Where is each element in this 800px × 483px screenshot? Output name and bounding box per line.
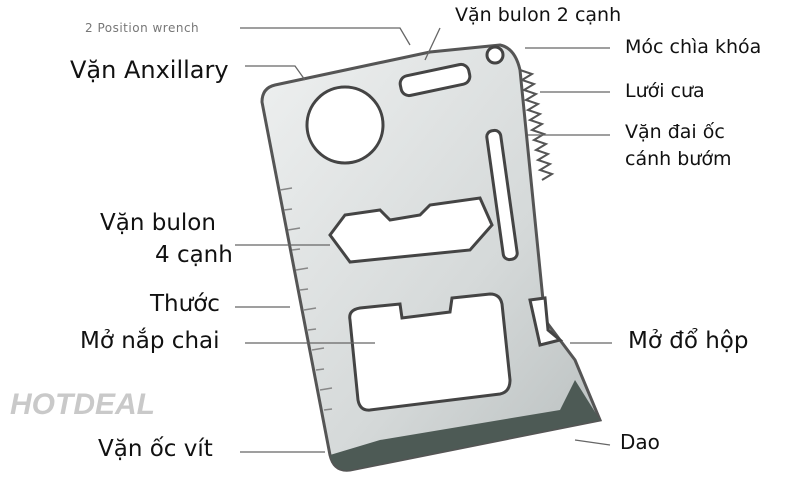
- label-saw: Lưới cưa: [625, 80, 705, 102]
- label-butterfly-line1: Vặn đai ốc: [625, 121, 725, 143]
- watermark: HOTDEAL: [10, 388, 155, 421]
- can-opener-cutout: [528, 296, 564, 347]
- label-butterfly-line2: cánh bướm: [625, 148, 732, 170]
- label-can-opener: Mở đổ hộp: [628, 328, 749, 354]
- label-bulon-2: Vặn bulon 2 cạnh: [455, 4, 622, 26]
- label-knife: Dao: [620, 430, 660, 454]
- label-position-wrench: 2 Position wrench: [85, 21, 200, 35]
- knife-blade: [330, 380, 600, 471]
- label-anxillary: Vặn Anxillary: [70, 56, 229, 84]
- label-bulon-4-line2: 4 cạnh: [155, 242, 233, 268]
- label-bulon-4-line1: Vặn bulon: [100, 210, 216, 236]
- bulon2-slot: [398, 62, 472, 98]
- saw-teeth: [519, 69, 555, 181]
- label-ruler: Thước: [150, 291, 220, 317]
- leader-lines: [235, 27, 612, 453]
- label-screwdriver: Vặn ốc vít: [98, 436, 213, 462]
- bottle-opener-cutout: [348, 292, 512, 412]
- butterfly-slot: [485, 128, 519, 262]
- wrench-circle: [305, 85, 385, 165]
- ruler-ticks: [279, 187, 333, 411]
- label-bottle-opener: Mở nắp chai: [80, 328, 220, 354]
- bulon4-cutout: [328, 196, 494, 264]
- keyring-hole: [485, 45, 505, 65]
- label-keyring: Móc chìa khóa: [625, 36, 762, 58]
